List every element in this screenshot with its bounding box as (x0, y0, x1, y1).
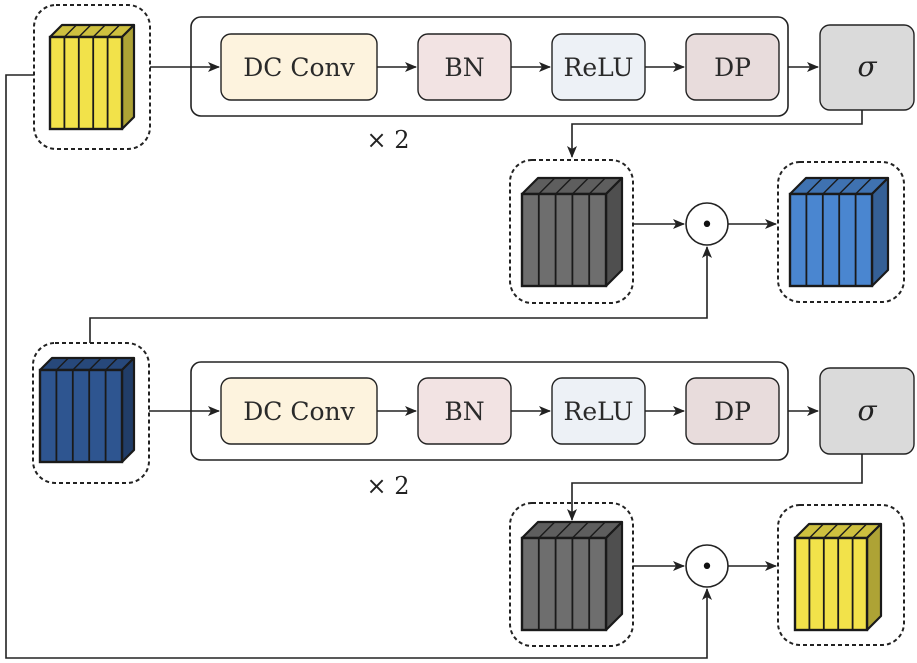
arrow-sigma-to-gated-2 (567, 454, 863, 521)
branch-1: DC Conv BN ReLU DP σ × 2 • (33, 4, 915, 304)
product-symbol-1: • (701, 213, 714, 238)
tensor-top-stripe (808, 523, 824, 539)
tensor-front-face (788, 192, 874, 288)
tensor-top-stripe (822, 177, 840, 195)
arrow-sigma-to-gated-1 (567, 110, 863, 158)
product-symbol-2: • (701, 555, 714, 580)
tensor-top-stripe (88, 357, 102, 371)
output-tensor-2 (793, 522, 883, 632)
dc-conv-label-1: DC Conv (243, 53, 355, 82)
repeat-label-2: × 2 (366, 472, 409, 500)
tensor-top-face (38, 356, 136, 372)
sigma-label-1: σ (857, 50, 877, 83)
tensor-side-face (870, 176, 890, 288)
tensor-top-stripe (571, 521, 589, 539)
tensor-top-stripe (105, 357, 119, 371)
tensor-top-stripe (72, 357, 86, 371)
branch-2: DC Conv BN ReLU DP σ × 2 • (32, 342, 915, 647)
tensor-front-face (793, 536, 869, 632)
tensor-side-face (604, 520, 624, 632)
gated-tensor-1 (520, 176, 624, 288)
tensor-side-face (865, 522, 883, 632)
tensor-side-face (120, 23, 136, 131)
input-tensor-container-2 (32, 342, 150, 484)
tensor-top-stripe (55, 357, 69, 371)
sigma-box-2 (819, 367, 915, 455)
sigma-label-2: σ (857, 394, 877, 427)
dp-label-1: DP (714, 53, 751, 82)
gated-tensor-container-2 (509, 502, 634, 647)
relu-label-1: ReLU (564, 53, 634, 82)
tensor-side-face (120, 356, 136, 464)
gated-tensor-2 (520, 520, 624, 632)
tensor-top-stripe (555, 521, 573, 539)
tensor-side-face (604, 176, 624, 288)
tensor-front-face (48, 35, 124, 131)
tensor-top-stripe (555, 177, 573, 195)
tensor-top-stripe (823, 523, 839, 539)
gated-tensor-container-1 (509, 159, 634, 304)
tensor-front-face (38, 368, 124, 464)
repeat-label-1: × 2 (366, 126, 409, 154)
tensor-top-stripe (571, 177, 589, 195)
bn-label-1: BN (444, 53, 484, 82)
tensor-top-stripe (538, 521, 556, 539)
bn-label-2: BN (444, 397, 484, 426)
sigma-box-1 (819, 24, 915, 111)
dc-conv-label-2: DC Conv (243, 397, 355, 426)
input-tensor-1 (48, 23, 136, 131)
tensor-top-stripe (588, 521, 606, 539)
tensor-top-stripe (805, 177, 823, 195)
tensor-top-stripe (107, 24, 121, 38)
dp-box-2 (685, 377, 780, 445)
output-tensor-1 (788, 176, 890, 288)
arrow-blue-input-to-product-1 (89, 246, 712, 343)
input-tensor-container-1 (33, 4, 151, 150)
tensor-top-stripe (838, 177, 856, 195)
tensor-top-stripe (837, 523, 853, 539)
tensor-top-stripe (78, 24, 92, 38)
arrow-yellow-input-to-product-2 (5, 74, 712, 659)
output-tensor-container-2 (777, 504, 905, 646)
tensor-front-face (520, 192, 608, 288)
tensor-top-stripe (855, 177, 873, 195)
tensor-top-stripe (588, 177, 606, 195)
tensor-top-stripe (852, 523, 868, 539)
tensor-top-stripe (92, 24, 106, 38)
input-tensor-2 (38, 356, 136, 464)
relu-label-2: ReLU (564, 397, 634, 426)
tensor-top-stripe (63, 24, 77, 38)
dp-label-2: DP (714, 397, 751, 426)
dp-box-1 (685, 33, 780, 101)
tensor-top-stripe (538, 177, 556, 195)
output-tensor-container-1 (777, 161, 905, 303)
tensor-front-face (520, 536, 608, 632)
tensor-top-face (48, 23, 136, 39)
